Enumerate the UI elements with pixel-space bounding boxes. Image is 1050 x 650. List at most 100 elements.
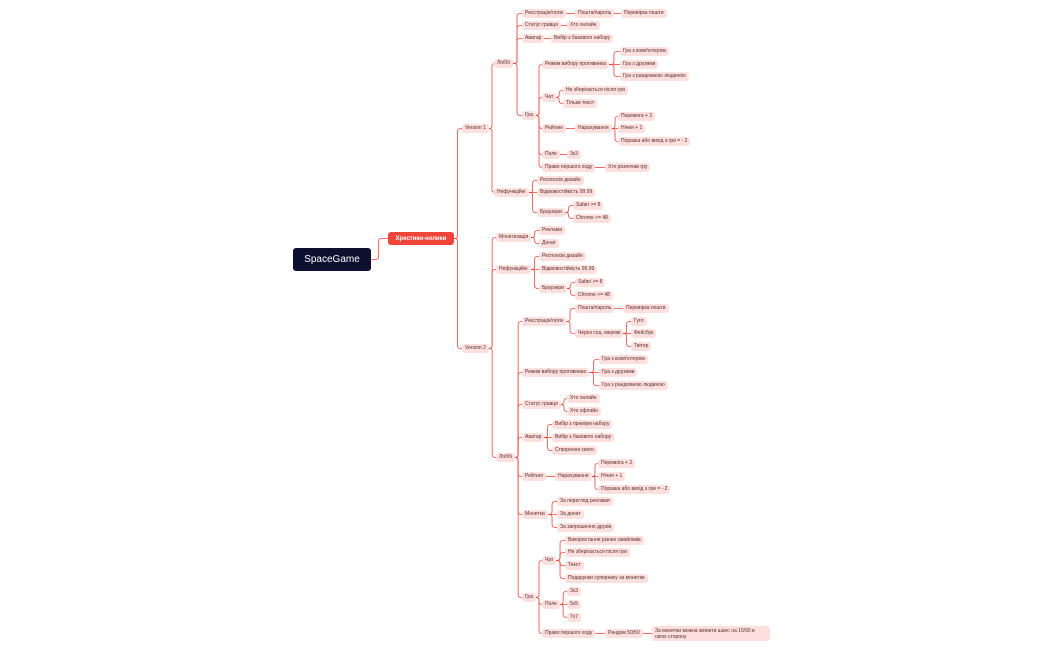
v2-email-pass[interactable]: Пошта/пароль (575, 304, 615, 313)
v2-f3[interactable]: 3х3 (567, 587, 582, 596)
v1-opp-mode[interactable]: Режим вибору противника (542, 60, 610, 69)
v2-monet[interactable]: Монетизація (496, 233, 532, 242)
v2-rating[interactable]: Рейтинг (522, 472, 547, 481)
v2-responsive[interactable]: Респонсів дизайн (539, 252, 586, 261)
v1-responsive[interactable]: Респонсів дизайн (537, 176, 584, 185)
v2-coins-chance[interactable]: За монетки можна змінити шанс на 10/90 в… (652, 626, 770, 641)
connector-v1-node-v1-nonfunc (488, 128, 496, 193)
v1-text-only[interactable]: Тільки текст (563, 99, 598, 108)
v2-lobby[interactable]: Лоббі (496, 453, 515, 462)
v1-vs-friends[interactable]: Гра з друзями (620, 60, 659, 69)
v1-rating[interactable]: Рейтинг (542, 124, 567, 133)
v1-vs-pc[interactable]: Гра з комп'ютером (620, 47, 669, 56)
v1-not-saved[interactable]: Не зберігається після гри (563, 86, 628, 95)
v2-field[interactable]: Поле (542, 600, 560, 609)
connector-v2-field-v2-f3 (560, 591, 567, 605)
v1-lose[interactable]: Поразка або вихід з гри = - 2 (618, 137, 691, 146)
v2-reg[interactable]: Реєстрація/логін (522, 317, 567, 326)
v2-coins-invite[interactable]: За запрошення друзів (557, 523, 615, 532)
v2-random[interactable]: Рандом 50/50 (605, 629, 643, 638)
v2-lose[interactable]: Поразка або вихід з гри = - 2 (598, 485, 671, 494)
v2-social[interactable]: Через соц. мережі (575, 329, 624, 338)
v2-text[interactable]: Текст (565, 561, 584, 570)
v1-win[interactable]: Перемога + 2 (618, 112, 656, 121)
v1-player-status[interactable]: Статус гравця (522, 21, 561, 30)
v2-nonfunc[interactable]: Нефункційні (496, 265, 531, 274)
v2-facebook[interactable]: Фейсбук (631, 329, 657, 338)
v2-base-set[interactable]: Вибір з базового набору (552, 433, 615, 442)
v2-google[interactable]: Гугл (631, 317, 647, 326)
v2-ads[interactable]: Реклама (539, 226, 566, 235)
connector-v2-chat-v2-gift (556, 560, 565, 579)
v1-game[interactable]: Гра (522, 111, 536, 120)
connector-v1-lobby-v1-avatar (513, 38, 522, 64)
connector-v2-player-status-v2-who-online (560, 398, 568, 405)
v1-email-pass[interactable]: Пошта/пароль (575, 9, 615, 18)
v2-chat[interactable]: Чат (542, 556, 557, 565)
v2-avatar[interactable]: Аватар (522, 433, 545, 442)
v2-premium-set[interactable]: Вибір з преміум набору (552, 420, 613, 429)
v2-gift[interactable]: Подарунки суперникy за монетки (565, 574, 648, 583)
v2-coins[interactable]: Монетки (522, 510, 548, 519)
v1-draw[interactable]: Нічия + 1 (618, 124, 646, 133)
connector-v2-monet-v2-donat (531, 237, 539, 244)
v2-browsers[interactable]: Браузери (539, 284, 567, 293)
v1-node[interactable]: Version 1 (462, 124, 489, 133)
v1-chrome[interactable]: Chrome >= 48 (573, 214, 611, 223)
v2-twitter[interactable]: Твітер (631, 342, 652, 351)
connector-v2-opp-mode-v2-vs-pc (589, 359, 599, 373)
connector-v2-browsers-v2-chrome (567, 288, 575, 296)
v2-availability[interactable]: Відмовостійкість 99.99 (539, 265, 598, 274)
v2-f5[interactable]: 5х5 (567, 600, 582, 609)
v2-vs-random[interactable]: Гра з рандомною людиною (599, 381, 668, 390)
v2-safari[interactable]: Safari >= 8 (575, 278, 606, 287)
connector-v1-nonfunc-v1-browsers (529, 192, 537, 213)
v1-check-mail[interactable]: Перевірка пошти (621, 9, 667, 18)
v1-browsers[interactable]: Браузери (537, 208, 565, 217)
v1-scoring[interactable]: Нарахування (575, 124, 612, 133)
v2-win[interactable]: Перемога + 2 (598, 459, 636, 468)
v1-nonfunc[interactable]: Нефункційні (494, 188, 529, 197)
main-node[interactable]: Хрестики-нолики (388, 232, 454, 245)
v2-coins-donat[interactable]: За донат (557, 510, 584, 519)
v1-chat[interactable]: Чат (542, 93, 557, 102)
v2-game[interactable]: Гра (522, 593, 536, 602)
v2-first-move[interactable]: Право першого ходу (542, 629, 596, 638)
v2-vs-friends[interactable]: Гра з друзями (599, 368, 638, 377)
v2-scoring[interactable]: Нарахування (555, 472, 592, 481)
connector-v2-reg-v2-social (566, 321, 575, 334)
v1-field[interactable]: Поле (542, 150, 560, 159)
v2-create-own[interactable]: Створення свого (552, 446, 597, 455)
connector-v1-lobby-v1-game (513, 63, 522, 116)
v1-base-set[interactable]: Вибір з базового набору (551, 34, 614, 43)
v1-vs-random[interactable]: Гра з рандомною людиною (620, 72, 689, 81)
v2-who-offline[interactable]: Хто офлайн (567, 407, 601, 416)
v1-reg[interactable]: Реєстрація/логін (522, 9, 567, 18)
v2-player-status[interactable]: Статус гравця (522, 400, 561, 409)
connector-v1-chat-v1-not-saved (556, 90, 563, 98)
v2-chrome[interactable]: Chrome >= 48 (575, 291, 613, 300)
v1-f3[interactable]: 3х3 (567, 150, 582, 159)
v2-vs-pc[interactable]: Гра з комп'ютером (599, 355, 648, 364)
v1-first-move[interactable]: Право першого ходу (542, 163, 596, 172)
v1-safari[interactable]: Safari >= 8 (573, 201, 604, 210)
v2-coins-ads[interactable]: За перегляд реклами (557, 497, 613, 506)
connector-v2-social-v2-google (623, 321, 631, 334)
v2-f7[interactable]: 7х7 (567, 613, 582, 622)
v2-smiles[interactable]: Використання різних смайликів (565, 536, 644, 545)
v1-lobby[interactable]: Лоббі (494, 59, 513, 68)
v2-draw[interactable]: Нічия + 1 (598, 472, 626, 481)
v1-who-started[interactable]: Хто розпочав гру (605, 163, 651, 172)
v2-who-online[interactable]: Хто онлайн (567, 394, 600, 403)
v2-opp-mode[interactable]: Режим вибору противника (522, 368, 590, 377)
v1-availability[interactable]: Відмовостійкість 99.99 (537, 188, 596, 197)
v1-who-online[interactable]: Хто онлайн (567, 21, 600, 30)
v2-check-mail[interactable]: Перевірка пошти (623, 304, 669, 313)
root-node[interactable]: SpaceGame (293, 248, 371, 271)
v2-donat[interactable]: Донат (539, 239, 559, 248)
v1-avatar[interactable]: Аватар (522, 34, 545, 43)
connector-v2-monet-v2-ads (531, 230, 539, 238)
v2-not-saved[interactable]: Не зберігається після гри (565, 548, 630, 557)
connector-v2-scoring-v2-lose (591, 476, 599, 490)
v2-node[interactable]: Version 2 (462, 344, 489, 353)
